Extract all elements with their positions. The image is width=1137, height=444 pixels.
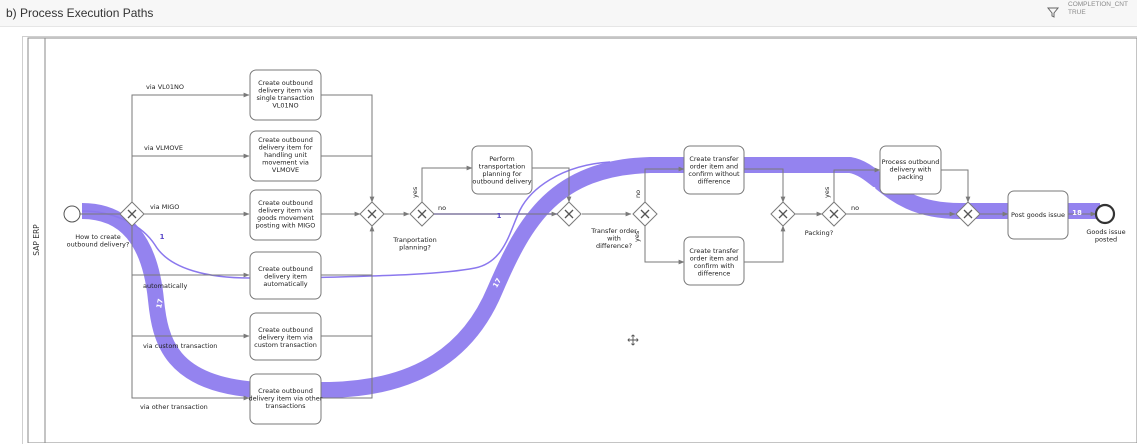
edge-label-transport-yes: yes (411, 186, 419, 198)
edge-diff-no (644, 166, 685, 202)
task-other[interactable] (249, 373, 322, 425)
edge-diff-out (744, 225, 786, 263)
edge-pack-yes (833, 167, 881, 202)
gateway-packing-label: Packing? (805, 229, 833, 237)
edge-transport-yes (421, 165, 473, 202)
flow-highlight-main (81, 157, 1100, 398)
filter-icon[interactable] (1046, 5, 1060, 19)
edge-label-via-vl01no: via VL01NO (146, 83, 184, 91)
diagram-canvas (22, 36, 1137, 444)
completion-info: COMPLETION_CNT TRUE (1068, 1, 1128, 17)
edge-transport-task-out (532, 167, 572, 203)
edge-diff-yes (644, 226, 685, 265)
edge-label-diff-yes: yes (633, 230, 641, 242)
task-vlmove[interactable] (249, 130, 322, 182)
edge-packing-out (941, 169, 971, 203)
gateway-transport[interactable] (409, 201, 435, 227)
edge-label-pack-no: no (851, 204, 859, 212)
count-to-post: 18 (866, 186, 876, 194)
task-transport[interactable] (471, 145, 533, 195)
task-vl01no[interactable] (249, 69, 322, 121)
edge-other-join (321, 225, 375, 399)
edge-to-vl01no (131, 92, 250, 214)
count-to-end: 18 (1072, 209, 1082, 217)
sequence-flows (80, 92, 1097, 401)
completion-key: COMPLETION_CNT (1068, 1, 1128, 8)
gateway-exclusive-start[interactable] (119, 201, 145, 227)
edge-vl01no-join (321, 94, 375, 203)
gateway-exclusive-join[interactable] (359, 201, 385, 227)
edge-label-pack-yes: yes (823, 186, 831, 198)
gateway-transport-merge[interactable] (556, 201, 582, 227)
edge-labels: via VL01NO via VLMOVE via MIGO automatic… (140, 83, 859, 411)
task-to-diff[interactable] (683, 236, 745, 286)
gateway-packing-merge[interactable] (955, 201, 981, 227)
gateway-packing[interactable] (821, 201, 847, 227)
flow-highlight-automatic (81, 161, 611, 279)
edge-label-via-other: via other transaction (140, 403, 208, 411)
move-cursor-icon (627, 334, 639, 346)
panel-header: b) Process Execution Paths COMPLETION_CN… (0, 0, 1137, 27)
edge-label-automatically: automatically (143, 282, 187, 290)
edge-auto-join (321, 226, 373, 276)
edge-nodiff-out (744, 168, 786, 203)
edge-label-diff-no: no (634, 190, 642, 198)
gateway-difference-merge[interactable] (770, 201, 796, 227)
edge-label-via-custom: via custom transaction (143, 342, 217, 350)
edge-label-via-migo: via MIGO (150, 203, 179, 211)
task-post[interactable] (1007, 190, 1069, 240)
start-event[interactable] (63, 205, 81, 223)
task-to-nodiff[interactable] (683, 145, 745, 195)
gateway-difference[interactable] (632, 201, 658, 227)
task-post-label: Post goods issue (1011, 211, 1065, 219)
panel-title: b) Process Execution Paths (6, 6, 154, 20)
pool-label: SAP ERP (32, 224, 41, 256)
count-main-down: 17 (155, 298, 165, 309)
task-boxes (249, 69, 1069, 425)
edge-to-other (131, 336, 250, 401)
count-no-transport: 1 (497, 212, 502, 220)
count-auto-branch: 1 (160, 233, 165, 241)
edge-label-via-vlmove: via VLMOVE (144, 144, 183, 152)
gateways (119, 201, 981, 227)
task-migo[interactable] (249, 189, 322, 241)
flow-count-labels: 1 17 17 1 18 18 (155, 186, 1082, 309)
task-custom[interactable] (249, 312, 322, 361)
edge-label-transport-no: no (438, 204, 446, 212)
completion-value: TRUE (1068, 9, 1086, 16)
task-auto[interactable] (249, 251, 322, 300)
pool-lane (27, 37, 1137, 443)
count-main-rise: 17 (491, 277, 503, 290)
task-packing[interactable] (879, 145, 942, 195)
end-event[interactable] (1094, 203, 1116, 225)
